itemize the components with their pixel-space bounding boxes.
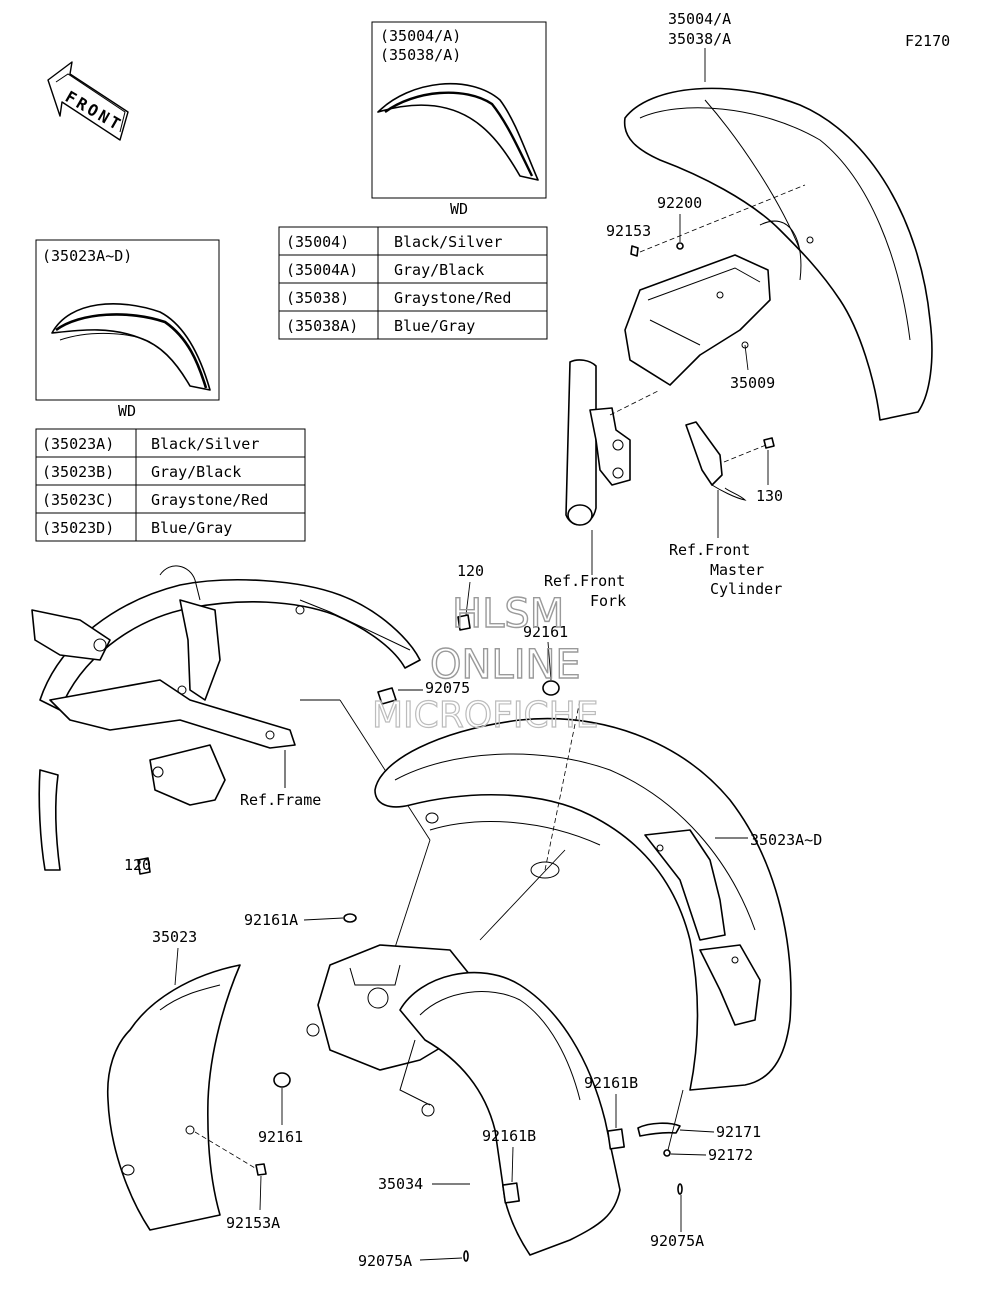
inner-fender-35034 [306,944,621,1256]
watermark-line-2: ONLINE [430,642,581,688]
watermark: HLSM ONLINE MICROFICHE [371,590,599,736]
table-left-code-2: (35023B) [42,463,114,481]
hose-clamp [685,421,747,501]
callout-130: 130 [756,487,783,505]
callout-front-fender-1: 35004/A [668,10,731,28]
inset-rear-fender: (35023A~D) WD [35,239,220,420]
callout-92172: 92172 [708,1146,753,1164]
table-top-color-4: Blue/Gray [394,317,475,335]
callout-35023: 35023 [152,928,197,946]
bolt-120-bottom [137,857,151,875]
callout-120-bottom: 120 [124,856,151,874]
inset-left-title: (35023A~D) [42,247,132,265]
table-top-code-4: (35038A) [286,317,358,335]
callout-92153A: 92153A [226,1214,280,1232]
bolt-120-top [457,614,471,631]
washer-92200 [676,242,684,250]
fender-bracket [624,254,771,386]
callout-92200: 92200 [657,194,702,212]
cushion-92075 [377,687,397,705]
callout-ref-master-2: Master [710,561,764,579]
table-top-color-1: Black/Silver [394,233,502,251]
table-left-code-1: (35023A) [42,435,114,453]
watermark-line-3: MICROFICHE [372,695,598,736]
callout-92075: 92075 [425,679,470,697]
inset-top-caption: WD [450,200,468,218]
bolt-92153 [630,245,639,257]
figure-code: F2170 [905,32,950,50]
callout-35034: 35034 [378,1175,423,1193]
table-top-code-3: (35038) [286,289,349,307]
callout-92161B-mid: 92161B [482,1127,536,1145]
callout-92161A: 92161A [244,911,298,929]
inset-left-caption: WD [118,402,136,420]
callout-92161-bottom: 92161 [258,1128,303,1146]
callout-120-top: 120 [457,562,484,580]
color-table-rear-fender: (35023A) Black/Silver (35023B) Gray/Blac… [35,428,306,542]
inset-top-title-2: (35038/A) [380,46,461,64]
callout-92171: 92171 [716,1123,761,1141]
callout-ref-fork-2: Fork [590,592,626,610]
table-top-code-2: (35004A) [286,261,358,279]
front-fork [565,359,631,526]
table-left-color-3: Graystone/Red [151,491,268,509]
front-fender [623,87,933,421]
callout-92075A-right: 92075A [650,1232,704,1250]
callout-ref-frame: Ref.Frame [240,791,321,809]
frame [31,565,421,871]
table-left-color-2: Gray/Black [151,463,241,481]
table-top-color-2: Gray/Black [394,261,484,279]
table-top-color-3: Graystone/Red [394,289,511,307]
table-left-code-3: (35023C) [42,491,114,509]
callout-92153: 92153 [606,222,651,240]
inset-front-fender: (35004/A) (35038/A) WD [371,21,547,218]
watermark-line-1: HLSM [452,591,564,637]
grommet-92161A [343,913,357,923]
strip-92171 [637,1122,681,1137]
callout-35009: 35009 [730,374,775,392]
cushion-92075A-left [463,1250,469,1262]
callout-ref-master-3: Cylinder [710,580,782,598]
table-left-code-4: (35023D) [42,519,114,537]
callout-ref-fork-1: Ref.Front [544,572,625,590]
pad-92161B-mid [502,1182,520,1204]
color-table-front-fender: (35004) Black/Silver (35004A) Gray/Black… [278,226,548,340]
inset-top-title-1: (35004/A) [380,27,461,45]
grommet-92161-top [542,680,560,696]
callout-front-fender-2: 35038/A [668,30,731,48]
bolt-92153A [255,1163,267,1176]
bolt-130 [763,437,775,449]
grommet-92161-bottom [273,1072,291,1088]
cushion-92075A-right [677,1183,683,1195]
front-arrow-icon: FRONT [47,61,129,141]
callout-rear-fender: 35023A~D [750,831,822,849]
mud-flap-35023 [106,964,241,1231]
table-left-color-4: Blue/Gray [151,519,232,537]
callout-92075A-left: 92075A [358,1252,412,1270]
callout-92161-top: 92161 [523,623,568,641]
callout-92161B-right: 92161B [584,1074,638,1092]
table-left-color-1: Black/Silver [151,435,259,453]
callout-ref-master-1: Ref.Front [669,541,750,559]
rear-fender [374,717,792,1091]
table-top-code-1: (35004) [286,233,349,251]
pad-92161B-right [607,1128,625,1150]
rivet-92172 [663,1149,671,1157]
